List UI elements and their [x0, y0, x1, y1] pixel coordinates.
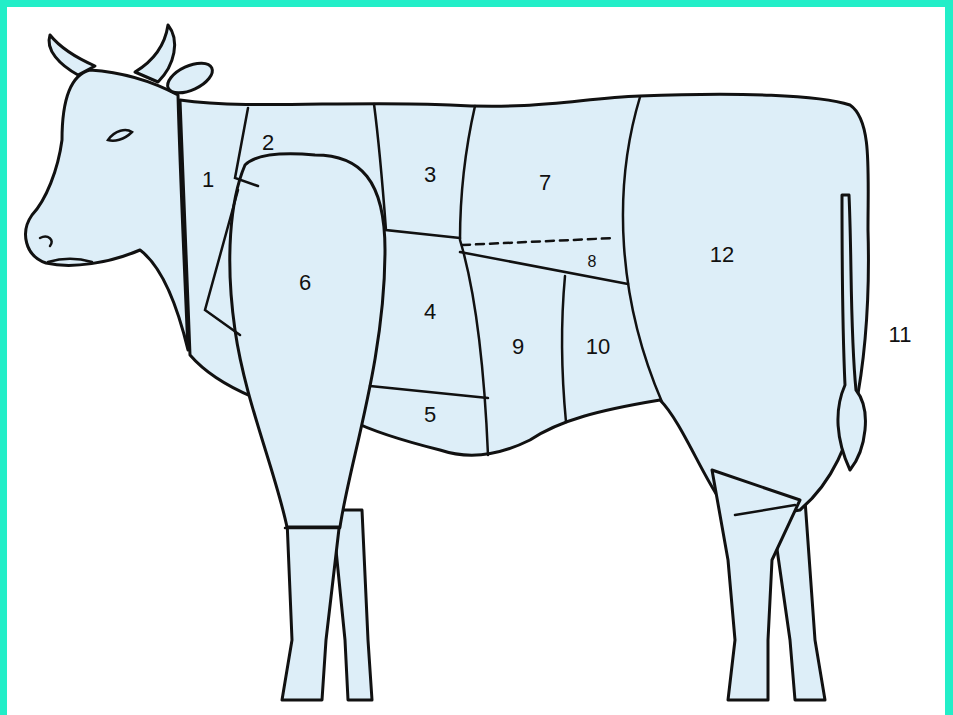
- foreleg-lower: [282, 520, 340, 700]
- mouth: [48, 259, 92, 262]
- callout-number: 1: [202, 169, 214, 191]
- cut-line-8-dash: [462, 238, 615, 245]
- callout-number: 11: [889, 324, 912, 346]
- left-horn: [49, 35, 95, 75]
- nostril: [40, 237, 52, 246]
- callout-number: 2: [262, 132, 274, 154]
- cut-line-2-3: [374, 104, 460, 238]
- tail: [838, 195, 865, 470]
- right-horn: [135, 25, 175, 82]
- callout-number: 5: [424, 404, 436, 426]
- hoof-line-front: [285, 527, 340, 530]
- ear: [163, 57, 217, 99]
- callout-number: 10: [586, 336, 610, 358]
- callout-number: 9: [512, 336, 524, 358]
- callout-number: 3: [424, 164, 436, 186]
- cut-line-1-2: [235, 108, 258, 186]
- callout-number: 4: [424, 301, 436, 323]
- cut-line-1-brisket: [205, 190, 240, 335]
- eye: [108, 130, 132, 141]
- head: [26, 70, 188, 350]
- cut-line-3-7: [460, 106, 488, 455]
- hind-leg: [712, 470, 800, 700]
- cut-line-12: [623, 97, 662, 402]
- hoof-line-hind: [735, 505, 795, 515]
- region-6-shoulder: [230, 154, 385, 527]
- callout-number: 6: [299, 272, 311, 294]
- cut-line-9-10: [562, 276, 566, 422]
- cut-line-5: [370, 386, 488, 398]
- callout-number: 12: [710, 244, 734, 266]
- cut-line-8: [460, 252, 628, 284]
- callout-number: 8: [588, 254, 597, 270]
- callout-number: 7: [539, 172, 551, 194]
